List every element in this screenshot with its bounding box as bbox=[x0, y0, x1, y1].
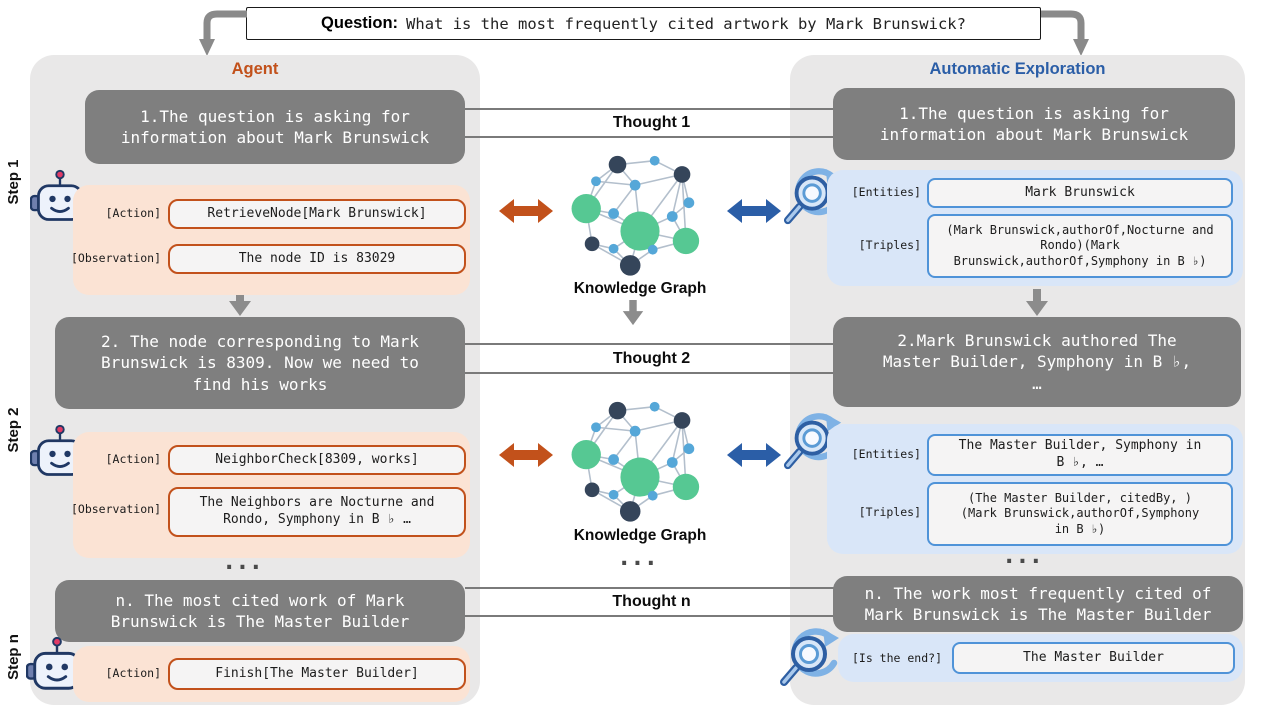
question-text: What is the most frequently cited artwor… bbox=[406, 14, 966, 33]
agent-step1-action-panel: [Action] RetrieveNode[Mark Brunswick] [O… bbox=[71, 185, 470, 295]
exploration-step1-panel: [Entities] Mark Brunswick [Triples] (Mar… bbox=[827, 170, 1243, 286]
exploration-thought-2: 2.Mark Brunswick authored The Master Bui… bbox=[833, 317, 1241, 407]
agent-kg-double-arrow-icon bbox=[499, 443, 553, 467]
agent-step2-action-panel: [Action] NeighborCheck[8309, works] [Obs… bbox=[71, 432, 470, 558]
entities-value-box: Mark Brunswick bbox=[927, 178, 1233, 208]
knowledge-graph-image bbox=[570, 155, 700, 277]
observation-value-box: The node ID is 83029 bbox=[168, 244, 466, 274]
action-row-label: [Action] bbox=[105, 666, 161, 680]
magnifier-swirl-icon bbox=[779, 625, 845, 691]
thought-2-band: Thought 2 bbox=[465, 343, 838, 374]
agent-thought-1: 1.The question is asking for information… bbox=[85, 90, 465, 164]
exploration-thought-n: n. The work most frequently cited of Mar… bbox=[833, 576, 1243, 632]
exploration-kg-double-arrow-icon bbox=[727, 443, 781, 467]
entities-row-label: [Entities] bbox=[851, 447, 921, 461]
action-row-label: [Action] bbox=[105, 452, 161, 466]
down-arrow-icon bbox=[622, 300, 644, 326]
thought-1-label: Thought 1 bbox=[612, 114, 691, 131]
knowledge-graph-label: Knowledge Graph bbox=[573, 527, 707, 544]
action-value-box: RetrieveNode[Mark Brunswick] bbox=[168, 199, 466, 229]
triples-value-box: (The Master Builder, citedBy, )(Mark Bru… bbox=[927, 482, 1233, 546]
entities-row-label: [Entities] bbox=[851, 185, 921, 199]
triples-row-label: [Triples] bbox=[858, 505, 921, 519]
agent-kg-double-arrow-icon bbox=[499, 199, 553, 223]
agent-stepn-action-panel: [Action] Finish[The Master Builder] bbox=[73, 646, 470, 702]
agent-panel-title: Agent bbox=[231, 60, 279, 78]
exploration-stepn-panel: [Is the end?] The Master Builder bbox=[838, 634, 1243, 682]
thought-n-label: Thought n bbox=[612, 593, 691, 610]
agent-thought-n: n. The most cited work of Mark Brunswick… bbox=[55, 580, 465, 642]
step-1-label: Step 1 bbox=[5, 159, 22, 205]
step-2-label: Step 2 bbox=[5, 407, 22, 453]
is-the-end-row-label: [Is the end?] bbox=[851, 651, 942, 665]
exploration-thought-1: 1.The question is asking for information… bbox=[833, 88, 1235, 160]
question-label: Question: bbox=[321, 14, 399, 32]
observation-value-box: The Neighbors are Nocturne and Rondo, Sy… bbox=[168, 487, 466, 537]
agent-thought-2: 2. The node corresponding to Mark Brunsw… bbox=[55, 317, 465, 409]
action-value-box: NeighborCheck[8309, works] bbox=[168, 445, 466, 475]
curved-arrow-left-icon bbox=[199, 10, 247, 56]
thought-1-band: Thought 1 bbox=[465, 108, 838, 138]
thought-2-label: Thought 2 bbox=[612, 349, 691, 367]
step-n-label: Step n bbox=[5, 634, 22, 680]
observation-row-label: [Observation] bbox=[70, 502, 161, 516]
finish-value-box: Finish[The Master Builder] bbox=[168, 658, 466, 690]
thought-n-band: Thought n bbox=[465, 587, 838, 617]
exploration-panel-title: Automatic Exploration bbox=[929, 60, 1106, 78]
question-box: Question: What is the most frequently ci… bbox=[246, 7, 1041, 40]
knowledge-graph-label: Knowledge Graph bbox=[573, 280, 707, 297]
down-arrow-icon bbox=[1026, 289, 1048, 316]
entities-value-box: The Master Builder, Symphony in B ♭, … bbox=[927, 434, 1233, 476]
triples-row-label: [Triples] bbox=[858, 238, 921, 252]
curved-arrow-right-icon bbox=[1041, 10, 1089, 56]
exploration-kg-double-arrow-icon bbox=[727, 199, 781, 223]
observation-row-label: [Observation] bbox=[70, 251, 161, 265]
triples-value-box: (Mark Brunswick,authorOf,Nocturne and Ro… bbox=[927, 214, 1233, 278]
knowledge-graph-image bbox=[570, 401, 700, 523]
agent-ellipsis: ... bbox=[224, 550, 266, 575]
answer-value-box: The Master Builder bbox=[952, 642, 1235, 674]
exploration-step2-panel: [Entities] The Master Builder, Symphony … bbox=[827, 424, 1243, 554]
action-row-label: [Action] bbox=[105, 206, 161, 220]
middle-ellipsis: ... bbox=[619, 546, 661, 571]
